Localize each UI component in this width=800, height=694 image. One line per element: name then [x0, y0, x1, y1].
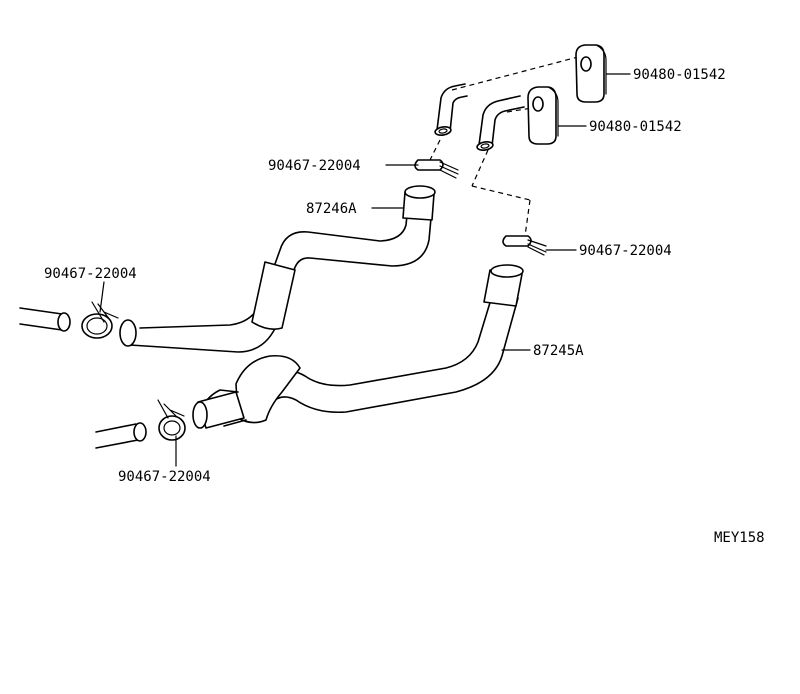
figure-code: MEY158 — [714, 530, 765, 546]
label-clip-bottom: 90467-22004 — [118, 469, 211, 485]
grommet-lower — [527, 86, 559, 145]
label-grommet-lower: 90480-01542 — [589, 119, 682, 135]
label-clip-left: 90467-22004 — [44, 266, 137, 282]
label-hose-lower: 87245A — [533, 343, 584, 359]
elbow-pipe-upper-right — [476, 95, 525, 151]
pipe-left-lower — [95, 422, 147, 449]
label-clip-upper: 90467-22004 — [268, 158, 361, 174]
hose-clip-right — [502, 235, 547, 256]
hose-clip-bottom — [157, 399, 186, 441]
assembly-guide-lines — [429, 56, 579, 237]
elbow-pipe-upper-left — [434, 83, 468, 136]
hose-87246a — [119, 185, 436, 353]
grommet-upper — [575, 44, 607, 103]
leader-lines — [99, 73, 631, 467]
label-grommet-upper: 90480-01542 — [633, 67, 726, 83]
label-clip-right: 90467-22004 — [579, 243, 672, 259]
hose-clip-upper — [414, 159, 459, 179]
pipe-left-upper — [19, 307, 71, 332]
hose-clip-left — [81, 301, 119, 339]
hose-87245a — [192, 264, 524, 429]
label-hose-upper: 87246A — [306, 201, 357, 217]
